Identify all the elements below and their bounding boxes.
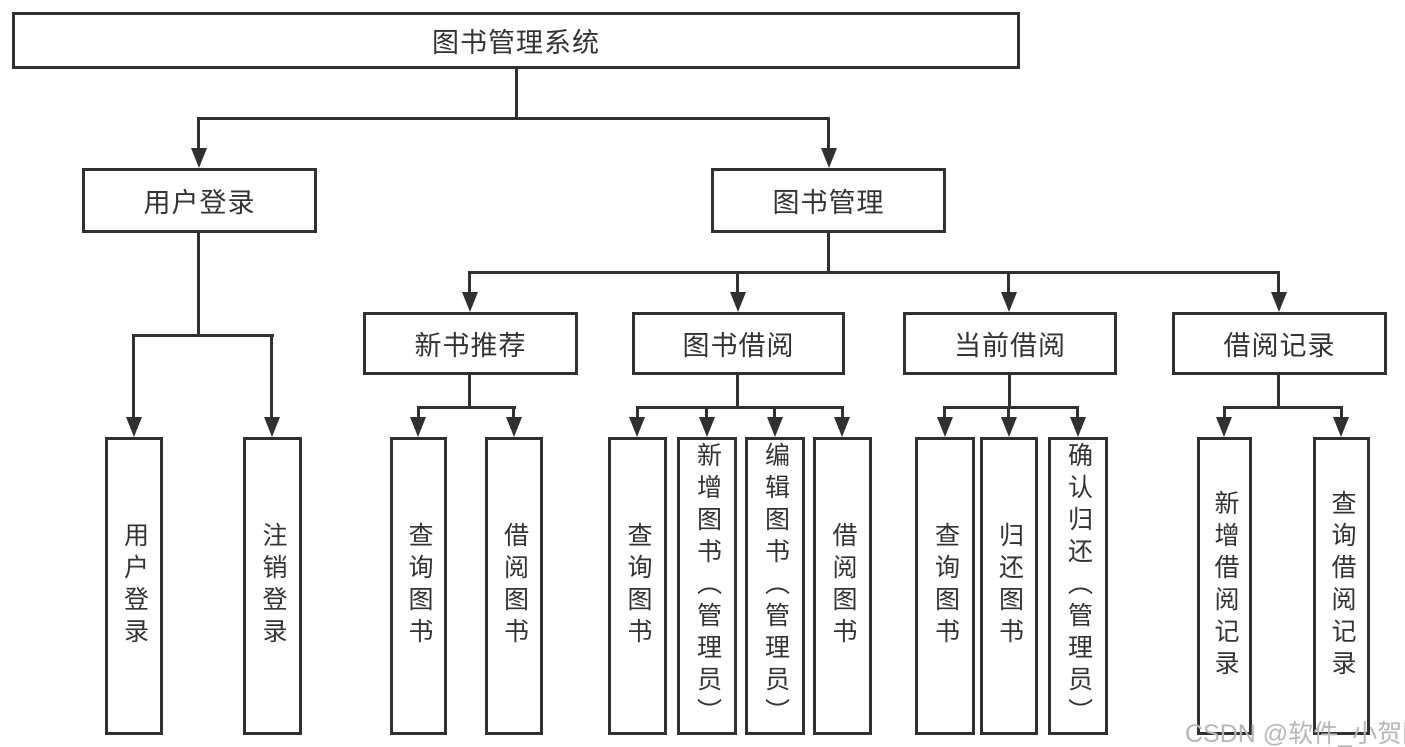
node-library-management-system: 图书管理系统 — [12, 12, 1020, 69]
connector-arrowhead — [1001, 292, 1017, 312]
connector-arrowhead — [730, 292, 746, 312]
leaf-confirm-return-admin: 确认归还（管理员） — [1048, 437, 1108, 735]
connector-line — [1007, 271, 1010, 293]
connector-arrowhead — [506, 417, 522, 437]
connector-line — [827, 117, 830, 150]
connector-line — [636, 406, 639, 419]
connector-line — [197, 117, 200, 150]
connector-line — [512, 406, 515, 419]
connector-line — [841, 406, 844, 419]
connector-arrowhead — [264, 417, 280, 437]
connector-arrowhead — [629, 417, 645, 437]
connector-line — [515, 68, 518, 120]
leaf-add-borrow-record: 新增借阅记录 — [1197, 437, 1252, 735]
connector-line — [1007, 406, 1010, 419]
connector-arrowhead — [462, 292, 478, 312]
leaf-edit-books-admin: 编辑图书（管理员） — [745, 437, 805, 735]
connector-arrowhead — [937, 417, 953, 437]
connector-line — [1277, 271, 1280, 293]
connector-line — [468, 375, 471, 409]
connector-line — [270, 334, 273, 418]
connector-line — [1223, 406, 1343, 409]
connector-arrowhead — [821, 148, 837, 168]
node-new-book-recommend: 新书推荐 — [363, 312, 578, 375]
connector-line — [197, 233, 200, 337]
connector-line — [827, 233, 830, 274]
connector-line — [705, 406, 708, 419]
connector-line — [1076, 406, 1079, 419]
connector-line — [417, 406, 420, 419]
connector-line — [469, 271, 1280, 274]
leaf-query-books: 查询图书 — [608, 437, 667, 735]
connector-line — [773, 406, 776, 419]
node-borrow-records: 借阅记录 — [1172, 312, 1387, 375]
connector-arrowhead — [1271, 292, 1287, 312]
leaf-query-books: 查询图书 — [915, 437, 975, 735]
connector-arrowhead — [126, 417, 142, 437]
connector-arrowhead — [834, 417, 850, 437]
connector-arrowhead — [410, 417, 426, 437]
connector-arrowhead — [1001, 417, 1017, 437]
connector-arrowhead — [767, 417, 783, 437]
connector-line — [133, 334, 274, 337]
connector-arrowhead — [1216, 417, 1232, 437]
node-book-management: 图书管理 — [711, 168, 946, 233]
connector-line — [198, 117, 830, 120]
connector-line — [736, 375, 739, 409]
node-book-borrow: 图书借阅 — [632, 312, 845, 375]
leaf-borrow-books: 借阅图书 — [485, 437, 543, 735]
connector-line — [736, 271, 739, 293]
connector-arrowhead — [699, 417, 715, 437]
leaf-borrow-books: 借阅图书 — [813, 437, 872, 735]
connector-line — [1340, 406, 1343, 419]
watermark-csdn: CSDN @软件_小贺同学 — [1185, 720, 1405, 747]
leaf-return-books: 归还图书 — [980, 437, 1038, 735]
connector-line — [1223, 406, 1226, 419]
node-current-borrow: 当前借阅 — [903, 312, 1117, 375]
connector-arrowhead — [1070, 417, 1086, 437]
connector-line — [1008, 375, 1011, 409]
node-user-login: 用户登录 — [82, 168, 317, 233]
connector-line — [132, 334, 135, 418]
leaf-query-books: 查询图书 — [390, 437, 447, 735]
connector-line — [468, 271, 471, 293]
connector-line — [943, 406, 1079, 409]
connector-line — [636, 406, 844, 409]
leaf-query-borrow-record: 查询借阅记录 — [1313, 437, 1370, 735]
connector-arrowhead — [1333, 417, 1349, 437]
connector-line — [1277, 375, 1280, 409]
leaf-add-books-admin: 新增图书（管理员） — [677, 437, 737, 735]
connector-arrowhead — [191, 148, 207, 168]
leaf-user-login: 用户登录 — [105, 437, 163, 735]
connector-line — [417, 406, 516, 409]
connector-line — [943, 406, 946, 419]
leaf-logout: 注销登录 — [243, 437, 302, 735]
